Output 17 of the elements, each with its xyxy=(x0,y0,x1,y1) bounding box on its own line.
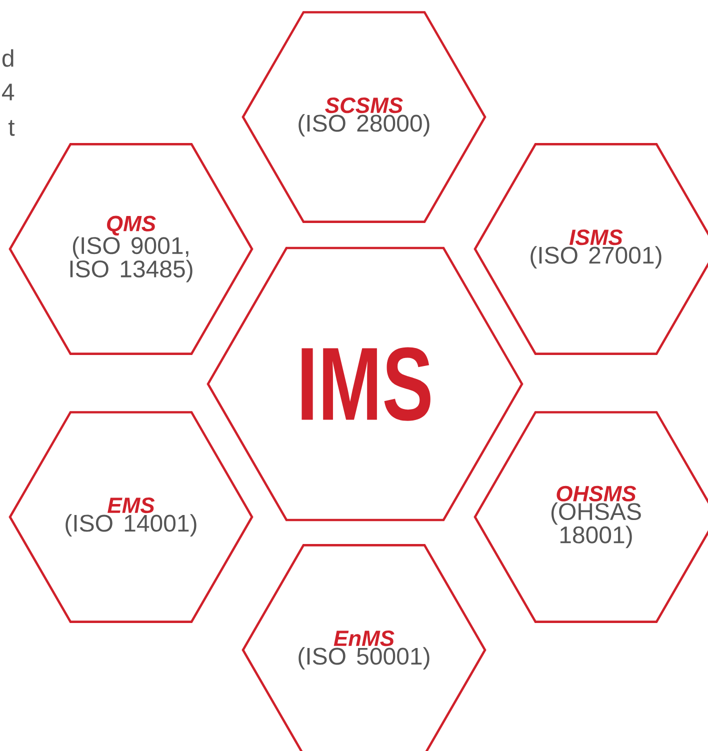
hexagon xyxy=(206,246,524,522)
hexagon xyxy=(8,143,254,355)
hexagon-label: EnMS (ISO 50001) xyxy=(298,630,430,670)
hexagon-label: ISMS (ISO 27001) xyxy=(530,230,662,268)
hexagon xyxy=(474,143,708,355)
text-fragment: 4 xyxy=(2,84,14,100)
text-fragment: t xyxy=(8,120,15,136)
hexagon xyxy=(242,11,486,223)
hexagon-label: QMS (ISO 9001, ISO 13485) xyxy=(70,216,192,282)
hexagon xyxy=(242,544,486,751)
text-fragment: d xyxy=(2,49,14,67)
hexagon-label: OHSMS (OHSAS 18001) xyxy=(551,486,641,548)
hexagon xyxy=(474,411,708,623)
hexagon xyxy=(8,411,254,623)
hexagon-label: IMS xyxy=(302,347,430,421)
hexagon-label: SCSMS (ISO 28000) xyxy=(298,98,430,136)
hexagon-label: EMS (ISO 14001) xyxy=(66,498,196,536)
